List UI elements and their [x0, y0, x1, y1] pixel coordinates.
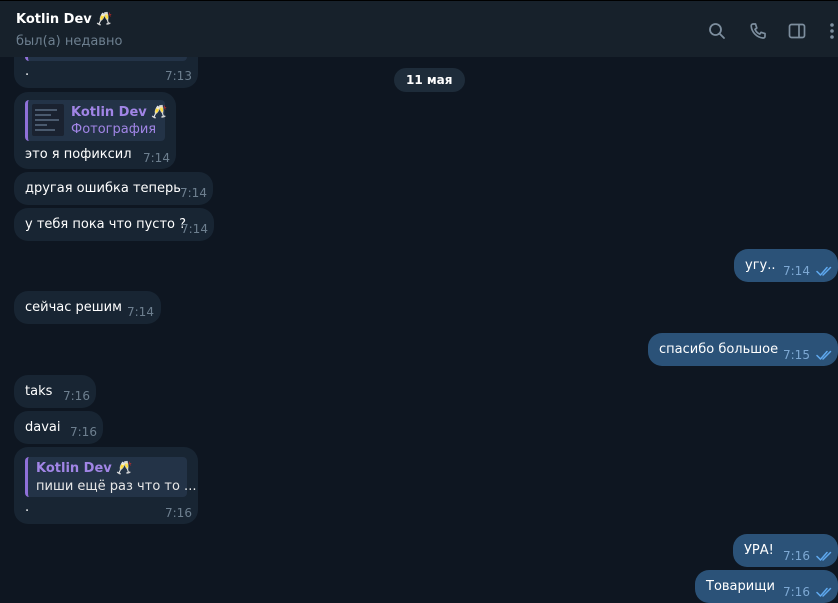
- read-ticks-icon: [816, 550, 834, 562]
- chat-title[interactable]: Kotlin Dev 🥂: [16, 12, 113, 27]
- message-time: 7:14: [181, 222, 208, 236]
- message-time: 7:14: [143, 151, 170, 165]
- message-text: taks: [25, 384, 53, 399]
- outgoing-message[interactable]: спасибо большое 7:15: [648, 333, 838, 366]
- reply-quote[interactable]: Kotlin Dev 🥂 Фотография: [25, 100, 168, 141]
- incoming-message[interactable]: taks 7:16: [14, 375, 96, 408]
- message-text: Товарищи: [706, 579, 775, 594]
- message-time: 7:16: [63, 389, 90, 403]
- message-time: 7:16: [70, 425, 97, 439]
- message-time: 7:14: [180, 186, 207, 200]
- outgoing-message[interactable]: УРА! 7:16: [733, 534, 838, 567]
- reply-quote[interactable]: Kotlin Dev 🥂 пиши ещё раз что то ...: [25, 457, 196, 497]
- date-separator: 11 мая: [394, 68, 465, 92]
- outgoing-message[interactable]: угу.. 7:14: [734, 249, 838, 282]
- message-list[interactable]: 11 мая . 7:13 Kotlin Dev 🥂 Фотография эт…: [0, 57, 838, 603]
- search-icon[interactable]: [707, 21, 727, 41]
- read-ticks-icon: [816, 586, 834, 598]
- message-text: davai: [25, 420, 61, 435]
- chat-status: был(а) недавно: [16, 34, 123, 49]
- message-text: .: [25, 64, 30, 79]
- reply-text: пиши ещё раз что то ...: [36, 479, 197, 494]
- incoming-message[interactable]: Kotlin Dev 🥂 Фотография это я пофиксил 7…: [14, 92, 176, 169]
- sidebar-toggle-icon[interactable]: [787, 21, 807, 41]
- message-text: спасибо большое: [659, 342, 779, 357]
- message-text: .: [25, 500, 30, 515]
- message-text: угу..: [745, 258, 776, 273]
- incoming-message[interactable]: davai 7:16: [14, 411, 103, 444]
- message-time: 7:16: [783, 549, 810, 563]
- read-ticks-icon: [816, 349, 834, 361]
- incoming-message[interactable]: другая ошибка теперь 7:14: [14, 172, 213, 205]
- incoming-message[interactable]: . 7:13: [14, 57, 198, 88]
- incoming-message[interactable]: у тебя пока что пусто ? 7:14: [14, 208, 214, 241]
- message-text: у тебя пока что пусто ?: [25, 217, 187, 232]
- message-time: 7:16: [783, 585, 810, 599]
- chat-header[interactable]: Kotlin Dev 🥂 был(а) недавно: [0, 0, 838, 57]
- reply-author: Kotlin Dev 🥂: [36, 461, 133, 476]
- message-time: 7:13: [165, 69, 192, 83]
- message-text: другая ошибка теперь: [25, 181, 181, 196]
- outgoing-message[interactable]: Товарищи 7:16: [695, 570, 838, 603]
- message-time: 7:14: [127, 305, 154, 319]
- message-time: 7:16: [165, 506, 192, 520]
- incoming-message[interactable]: сейчас решим 7:14: [14, 291, 161, 324]
- reply-quote[interactable]: [25, 57, 187, 61]
- message-text: УРА!: [744, 543, 774, 558]
- read-ticks-icon: [816, 265, 834, 277]
- reply-author: Kotlin Dev 🥂: [71, 105, 168, 120]
- reply-text: Фотография: [71, 122, 157, 137]
- message-time: 7:14: [783, 264, 810, 278]
- message-time: 7:15: [783, 348, 810, 362]
- phone-icon[interactable]: [748, 21, 768, 41]
- incoming-message[interactable]: Kotlin Dev 🥂 пиши ещё раз что то ... . 7…: [14, 447, 198, 524]
- message-text: сейчас решим: [25, 300, 122, 315]
- photo-thumbnail: [32, 104, 64, 136]
- message-text: это я пофиксил: [25, 147, 132, 162]
- more-icon[interactable]: [826, 21, 838, 41]
